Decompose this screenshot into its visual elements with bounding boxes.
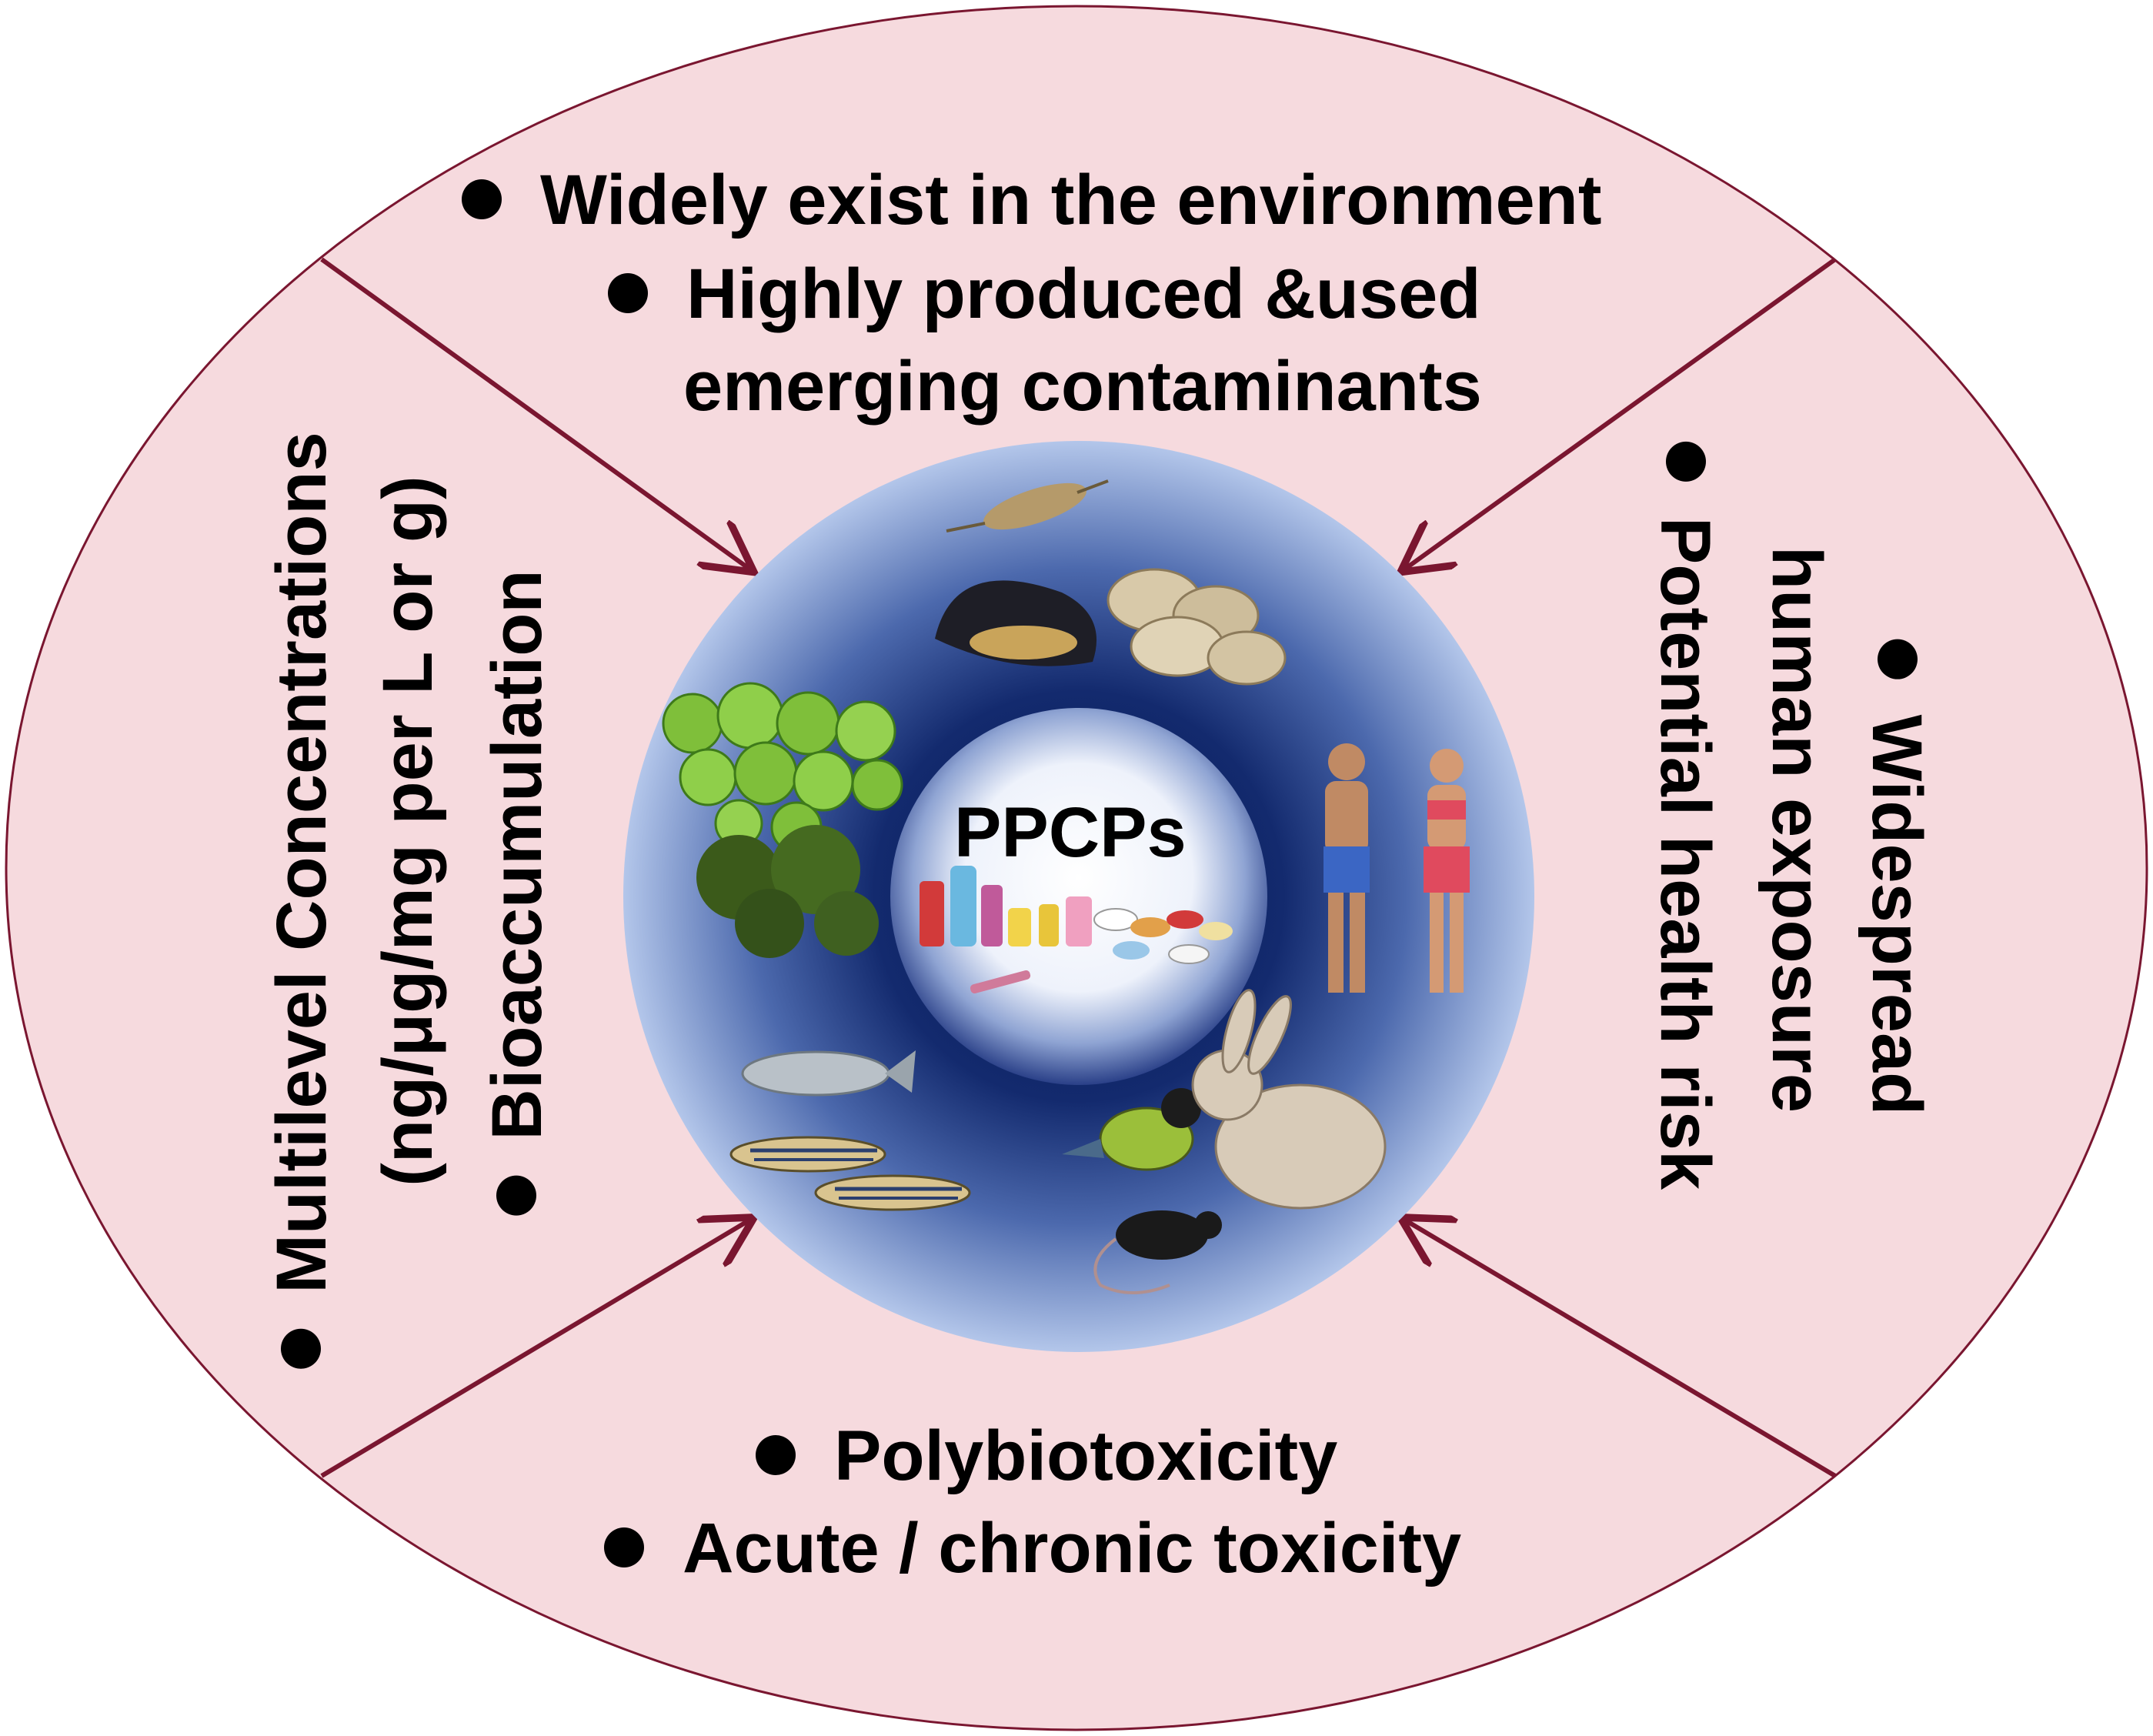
bullet-icon (604, 1527, 644, 1567)
mouse-illustration (1093, 1210, 1222, 1294)
right-line-widespread-text: Widespread (1858, 714, 1936, 1116)
bullet-icon (1878, 639, 1918, 679)
top-bullet-1-text: Widely exist in the environment (540, 161, 1602, 239)
mussel-illustration (935, 580, 1097, 666)
right-line-human-exposure: human exposure (1757, 546, 1836, 1113)
top-bullet-2-line1: Highly produced &used (686, 255, 1481, 333)
bullet-icon (496, 1175, 536, 1216)
bottom-bullet-2-text: Acute / chronic toxicity (683, 1509, 1462, 1587)
left-line-units-text: (ng/μg/mg per L or g) (369, 476, 447, 1187)
bullet-icon (608, 273, 648, 313)
center-label: PPCPs (954, 793, 1187, 872)
ppcp-products-illustration (920, 866, 1233, 994)
arrow-bottom-left (320, 1220, 750, 1478)
top-bullet-2: Highly produced &used (608, 254, 1481, 334)
arrow-top-right (1404, 257, 1837, 569)
arrow-bottom-right (1404, 1220, 1837, 1478)
right-line-health-risk: Potential health risk (1646, 441, 1724, 1190)
right-line-widespread: Widespread (1858, 639, 1936, 1116)
algae-illustration (662, 682, 903, 853)
bottom-bullet-2: Acute / chronic toxicity (604, 1508, 1461, 1588)
moss-balls-illustration (696, 825, 879, 958)
arrow-top-left (320, 257, 750, 569)
left-line-bioaccumulation-text: Bioaccumulation (478, 569, 556, 1140)
copepod-illustration (946, 479, 1109, 532)
bullet-icon (462, 179, 502, 219)
clams-illustration (1107, 568, 1287, 686)
humans-illustration (1324, 743, 1470, 993)
bullet-icon (281, 1328, 321, 1369)
bottom-bullet-1: Polybiotoxicity (756, 1416, 1337, 1496)
left-line-multilevel: Multilevel Concentrations (262, 432, 341, 1369)
rabbit-illustration (1191, 989, 1387, 1210)
bullet-icon (1666, 441, 1706, 482)
left-line-multilevel-text: Multilevel Concentrations (262, 432, 341, 1294)
top-bullet-1: Widely exist in the environment (462, 160, 1601, 240)
left-line-bioaccumulation: Bioaccumulation (478, 569, 556, 1216)
bullet-icon (756, 1435, 796, 1475)
bird-illustration (1062, 1088, 1201, 1171)
bottom-bullet-1-text: Polybiotoxicity (834, 1417, 1338, 1495)
carp-illustration (741, 1050, 916, 1097)
zebrafish-illustration (729, 1136, 971, 1211)
top-bullet-2-line2: emerging contaminants (683, 347, 1482, 426)
right-line-health-risk-text: Potential health risk (1646, 516, 1724, 1190)
left-line-units: (ng/μg/mg per L or g) (369, 476, 447, 1187)
right-line-human-exposure-text: human exposure (1757, 546, 1836, 1113)
